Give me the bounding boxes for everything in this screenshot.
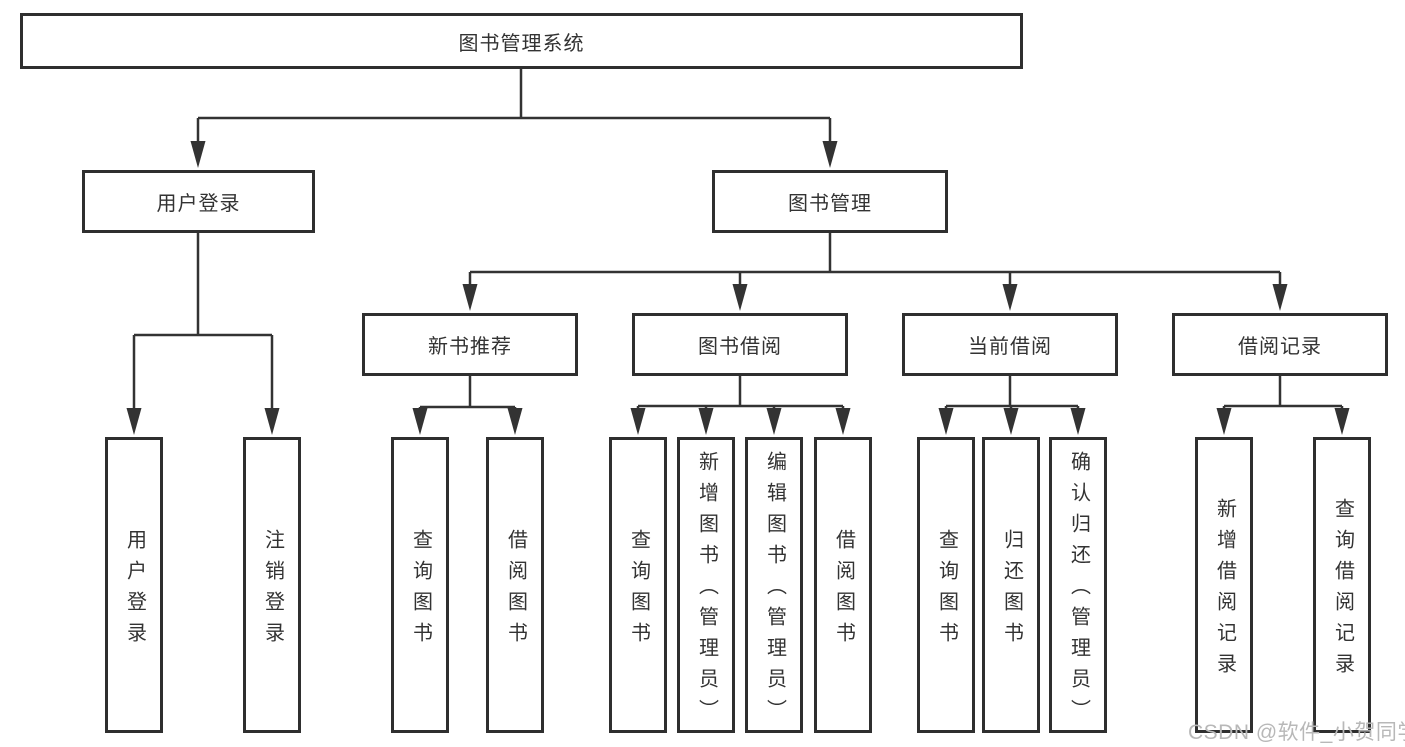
csdn-watermark: CSDN @软件_小贺同学 — [1188, 721, 1405, 744]
arrowhead-new-book-recommend — [462, 284, 478, 311]
leaf-logout: 注销登录 — [243, 437, 301, 733]
arrowhead-cb-confirm — [1070, 408, 1086, 435]
leaf-bb-query-books-label: 查询图书 — [627, 528, 650, 653]
leaf-nb-borrow-books: 借阅图书 — [486, 437, 544, 733]
leaf-cb-confirm-return-admin-label: 确认归还（管理员） — [1067, 451, 1090, 730]
leaf-bb-borrow-books-label: 借阅图书 — [832, 528, 855, 653]
arrowhead-cb-query — [938, 408, 954, 435]
leaf-nb-query-books: 查询图书 — [391, 437, 449, 733]
arrowhead-book-borrowing — [732, 284, 748, 311]
arrowhead-br-add — [1216, 408, 1232, 435]
arrowhead-bb-borrow — [835, 408, 851, 435]
arrowhead-book-management — [822, 141, 838, 168]
leaf-bb-add-books-admin: 新增图书（管理员） — [677, 437, 735, 733]
arrowhead-bb-add — [698, 408, 714, 435]
leaf-bb-borrow-books: 借阅图书 — [814, 437, 872, 733]
leaf-cb-query-books-label: 查询图书 — [935, 528, 958, 653]
leaf-cb-confirm-return-admin: 确认归还（管理员） — [1049, 437, 1107, 733]
connector-newbook-to-leaves — [418, 376, 517, 413]
arrowhead-br-query — [1334, 408, 1350, 435]
arrowhead-user-login — [190, 141, 206, 168]
leaf-br-add-record-label: 新增借阅记录 — [1213, 497, 1236, 684]
leaf-br-query-record-label: 查询借阅记录 — [1331, 497, 1354, 684]
leaf-cb-return-books: 归还图书 — [982, 437, 1040, 733]
leaf-nb-borrow-books-label: 借阅图书 — [504, 528, 527, 653]
connector-userlogin-to-leaves — [132, 233, 274, 413]
arrowhead-nb-borrow — [507, 408, 523, 435]
arrowhead-leaf-logout — [264, 408, 280, 435]
arrowhead-current-borrowing — [1002, 284, 1018, 311]
connector-records-to-leaves — [1222, 376, 1344, 413]
arrowhead-bb-query — [630, 408, 646, 435]
arrowhead-leaf-login — [126, 408, 142, 435]
leaf-cb-return-books-label: 归还图书 — [1000, 528, 1023, 653]
node-current-borrowing: 当前借阅 — [902, 313, 1118, 376]
leaf-br-query-record: 查询借阅记录 — [1313, 437, 1371, 733]
connector-borrowing-to-leaves — [636, 376, 845, 413]
leaf-user-login: 用户登录 — [105, 437, 163, 733]
connector-current-to-leaves — [944, 376, 1080, 413]
leaf-logout-label: 注销登录 — [261, 528, 284, 653]
node-borrow-records: 借阅记录 — [1172, 313, 1388, 376]
node-book-management: 图书管理 — [712, 170, 948, 233]
leaf-user-login-label: 用户登录 — [123, 528, 146, 653]
node-book-borrowing: 图书借阅 — [632, 313, 848, 376]
leaf-bb-query-books: 查询图书 — [609, 437, 667, 733]
arrowhead-nb-query — [412, 408, 428, 435]
connector-root-to-level2 — [196, 68, 832, 146]
node-user-login: 用户登录 — [82, 170, 315, 233]
arrowhead-bb-edit — [766, 408, 782, 435]
connector-bookmgmt-to-level3 — [468, 233, 1282, 290]
leaf-nb-query-books-label: 查询图书 — [409, 528, 432, 653]
node-root-library-system: 图书管理系统 — [20, 13, 1023, 69]
arrowhead-borrow-records — [1272, 284, 1288, 311]
leaf-bb-edit-books-admin-label: 编辑图书（管理员） — [763, 451, 786, 730]
arrowhead-cb-return — [1003, 408, 1019, 435]
leaf-bb-add-books-admin-label: 新增图书（管理员） — [695, 451, 718, 730]
node-new-book-recommend: 新书推荐 — [362, 313, 578, 376]
leaf-bb-edit-books-admin: 编辑图书（管理员） — [745, 437, 803, 733]
leaf-cb-query-books: 查询图书 — [917, 437, 975, 733]
leaf-br-add-record: 新增借阅记录 — [1195, 437, 1253, 733]
